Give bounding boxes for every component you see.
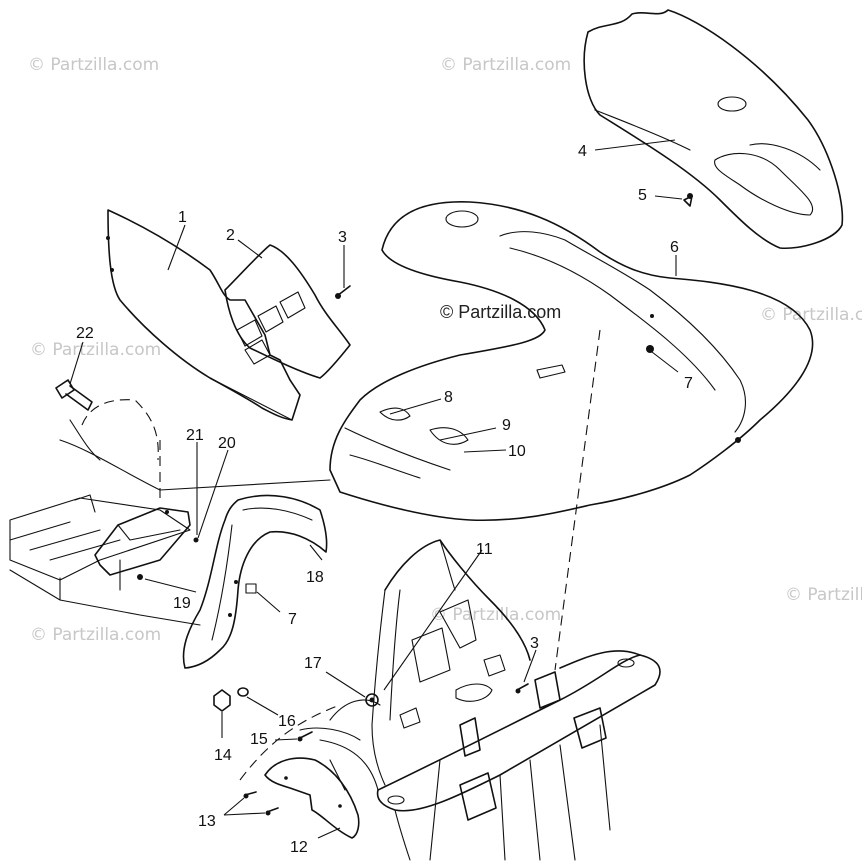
callout-14: 14 [214, 747, 232, 764]
part-7-clip-lower [245, 583, 257, 594]
callout-19: 19 [173, 595, 191, 612]
callout-6: 6 [670, 239, 679, 256]
alignment-lines [159, 329, 601, 781]
part-12-mud-flap [264, 757, 360, 839]
watermarks: © Partzilla.com © Partzilla.com © Partzi… [28, 55, 862, 645]
callout-13: 13 [198, 813, 216, 830]
center-copyright: © Partzilla.com [440, 302, 561, 322]
watermark-low-right: © Partzilla.com [785, 585, 862, 605]
part-2-footwell-grate [224, 244, 351, 379]
part-13-screws [243, 791, 279, 816]
part-15-screw [297, 731, 313, 742]
main-frame [299, 539, 661, 861]
watermark-top-left: © Partzilla.com [28, 55, 159, 75]
callout-16: 16 [278, 713, 296, 730]
callout-11: 11 [476, 541, 493, 558]
callout-3-lower: 3 [530, 635, 539, 652]
callout-10: 10 [508, 443, 526, 460]
part-18-fender-flare [182, 494, 328, 669]
part-1-footwell-panel [106, 209, 301, 421]
callout-7-upper: 7 [684, 375, 693, 392]
callout-12: 12 [290, 839, 308, 856]
part-3-screw-upper [335, 285, 351, 299]
watermark-top-center: © Partzilla.com [440, 55, 571, 75]
part-4-rear-cover [583, 9, 844, 250]
callout-4: 4 [578, 143, 587, 160]
callout-2: 2 [226, 227, 235, 244]
callout-20: 20 [218, 435, 236, 452]
watermark-low-left: © Partzilla.com [30, 625, 161, 645]
part-5-clip [683, 193, 693, 207]
watermark-mid-left: © Partzilla.com [30, 340, 161, 360]
callout-8: 8 [444, 389, 453, 406]
watermark-low-center: © Partzilla.com [430, 605, 561, 625]
part-22-bolt [55, 379, 93, 411]
callout-7-lower: 7 [288, 611, 297, 628]
part-6-front-fender [329, 201, 814, 522]
leader-lines [69, 139, 683, 839]
callout-9: 9 [502, 417, 511, 434]
callout-18: 18 [306, 569, 324, 586]
callouts: 1 2 3 4 5 6 7 8 9 10 11 12 13 14 15 16 1… [76, 143, 693, 856]
part-14-nut [213, 689, 231, 712]
callout-3-upper: 3 [338, 229, 347, 246]
callout-22: 22 [76, 325, 94, 342]
callout-17: 17 [304, 655, 322, 672]
left-floorboard-frame [9, 399, 331, 626]
part-3-screw-lower [515, 683, 529, 694]
part-19-bracket [94, 507, 199, 580]
watermark-mid-right: © Partzilla.com [760, 305, 862, 325]
callout-1: 1 [178, 209, 187, 226]
part-17-fitting [365, 693, 379, 707]
part-16-washer [237, 687, 249, 697]
callout-15: 15 [250, 731, 268, 748]
callout-5: 5 [638, 187, 647, 204]
callout-21: 21 [186, 427, 204, 444]
